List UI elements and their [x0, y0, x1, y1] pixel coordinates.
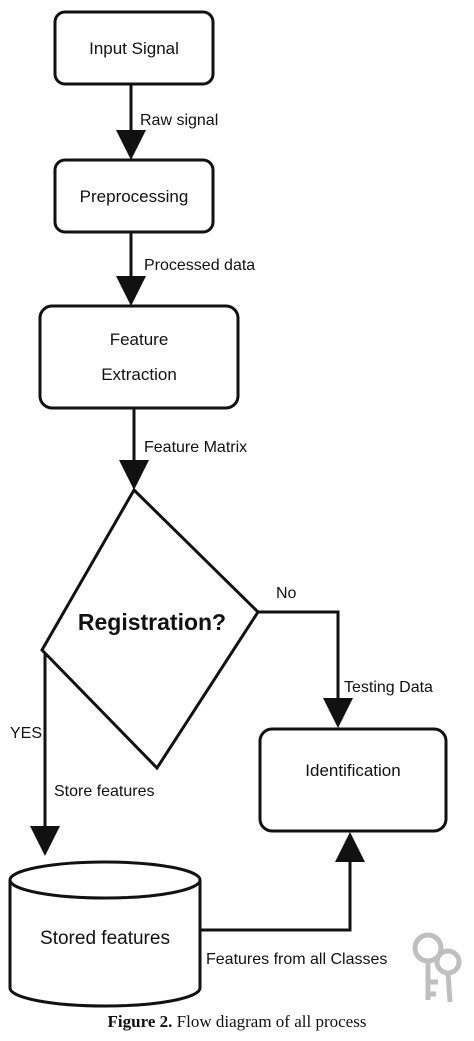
yes-label: YES — [10, 725, 42, 742]
figure-caption: Figure 2. Flow diagram of all process — [0, 1012, 474, 1032]
store-features-label: Store features — [54, 783, 155, 800]
preprocessing-node: Preprocessing — [53, 158, 215, 234]
registration-decision: Registration? — [40, 487, 260, 771]
testing-data-label: Testing Data — [344, 679, 433, 696]
stored-features-database: Stored features — [8, 860, 202, 1008]
figure-caption-label: Figure 2. — [107, 1012, 173, 1031]
stored-features-label: Stored features — [40, 928, 170, 949]
features-from-all-classes-label: Features from all Classes — [206, 951, 387, 968]
input-signal-label: Input Signal — [89, 39, 179, 58]
feature-extraction-label-line2: Extraction — [101, 365, 177, 384]
arrow-features-from-all-classes — [200, 832, 365, 932]
arrow-no-testing-data — [258, 610, 353, 728]
feature-extraction-label-line1: Feature — [110, 330, 169, 349]
identification-label: Identification — [305, 761, 400, 780]
input-signal-node: Input Signal — [53, 10, 215, 86]
feature-matrix-label: Feature Matrix — [144, 439, 247, 456]
keys-icon — [412, 932, 462, 1003]
identification-node: Identification — [258, 727, 448, 833]
preprocessing-label: Preprocessing — [80, 187, 189, 206]
raw-signal-label: Raw signal — [140, 112, 218, 129]
figure-caption-text: Flow diagram of all process — [176, 1012, 367, 1031]
feature-extraction-node: Feature Extraction — [38, 304, 240, 410]
registration-label: Registration? — [78, 609, 226, 635]
no-label: No — [276, 585, 297, 602]
processed-data-label: Processed data — [144, 257, 255, 274]
